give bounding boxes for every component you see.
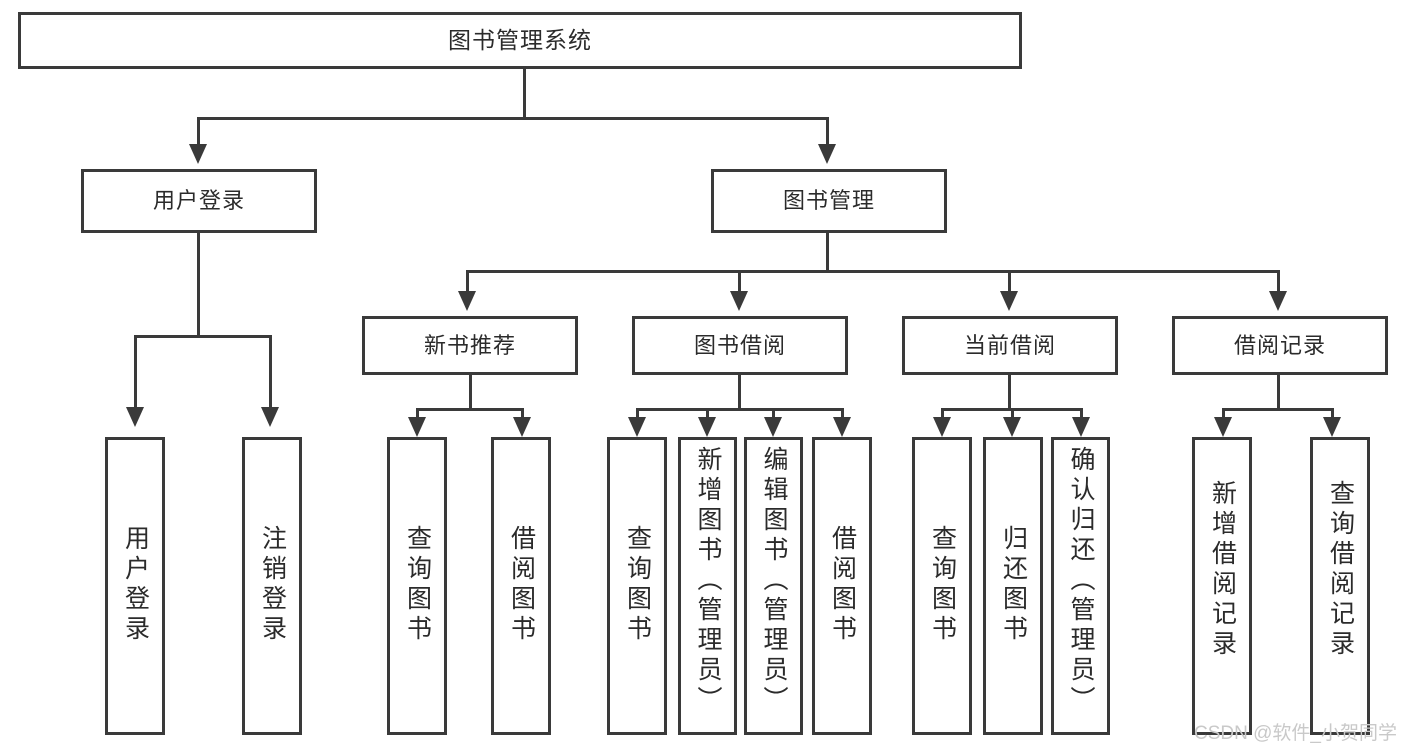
node-root-book-management-system[interactable]: 图书管理系统 — [18, 12, 1022, 69]
leaf-return-book[interactable]: 归还图书 — [983, 437, 1043, 735]
leaf-query-book-borrow[interactable]: 查询图书 — [607, 437, 667, 735]
leaf-borrow-book-borrow[interactable]: 借阅图书 — [812, 437, 872, 735]
arrowhead-to-current-borrow — [1000, 291, 1018, 311]
edge-nbr-drop-2 — [521, 408, 524, 418]
arrowhead-to-leaf-return-book — [1003, 417, 1021, 437]
node-label: 图书借阅 — [693, 332, 786, 358]
leaf-label: 编辑图书（管理员） — [760, 446, 788, 716]
arrowhead-to-leaf-add-record — [1214, 417, 1232, 437]
leaf-label: 新增图书（管理员） — [694, 446, 722, 716]
arrowhead-to-leaf-query-book-b — [628, 417, 646, 437]
leaf-label: 注销登录 — [258, 525, 287, 645]
edge-bm-drop-4 — [1277, 270, 1280, 292]
arrowhead-to-leaf-add-book — [698, 417, 716, 437]
leaf-label: 借阅图书 — [828, 525, 857, 645]
arrowhead-to-user-login — [189, 144, 207, 164]
node-new-book-recommendation[interactable]: 新书推荐 — [362, 316, 578, 375]
edge-br-drop-1 — [1222, 408, 1225, 418]
leaf-label: 确认归还（管理员） — [1067, 446, 1095, 716]
arrowhead-to-leaf-query-book-c — [933, 417, 951, 437]
arrowhead-to-leaf-borrow-book-a — [513, 417, 531, 437]
edge-cb-drop-1 — [941, 408, 944, 418]
leaf-label: 借阅图书 — [507, 525, 536, 645]
edge-book-management-stem — [826, 233, 829, 270]
arrowhead-to-leaf-borrow-book-b — [833, 417, 851, 437]
leaf-label: 新增借阅记录 — [1208, 480, 1237, 660]
edge-cb-drop-3 — [1080, 408, 1083, 418]
leaf-query-borrow-record[interactable]: 查询借阅记录 — [1310, 437, 1370, 735]
node-user-login[interactable]: 用户登录 — [81, 169, 317, 233]
arrowhead-to-new-book-rec — [458, 291, 476, 311]
arrowhead-to-book-borrow — [730, 291, 748, 311]
leaf-label: 查询图书 — [403, 525, 432, 645]
edge-bb-drop-4 — [841, 408, 844, 418]
edge-cb-stem — [1008, 375, 1011, 408]
leaf-confirm-return-admin[interactable]: 确认归还（管理员） — [1051, 437, 1110, 735]
leaf-label: 查询借阅记录 — [1326, 480, 1355, 660]
edge-bb-stem — [738, 375, 741, 408]
edge-nbr-stem — [469, 375, 472, 408]
edge-bb-drop-3 — [772, 408, 775, 418]
node-borrow-record[interactable]: 借阅记录 — [1172, 316, 1388, 375]
leaf-label: 查询图书 — [623, 525, 652, 645]
edge-br-drop-2 — [1331, 408, 1334, 418]
arrowhead-to-leaf-edit-book — [764, 417, 782, 437]
arrowhead-to-borrow-record — [1269, 291, 1287, 311]
node-label: 图书管理系统 — [448, 27, 592, 54]
leaf-label: 用户登录 — [121, 525, 150, 645]
arrowhead-to-leaf-user-login — [126, 407, 144, 427]
arrowhead-to-leaf-confirm-return — [1072, 417, 1090, 437]
edge-cb-drop-2 — [1011, 408, 1014, 418]
leaf-user-login[interactable]: 用户登录 — [105, 437, 165, 735]
leaf-add-book-admin[interactable]: 新增图书（管理员） — [678, 437, 737, 735]
node-book-borrow[interactable]: 图书借阅 — [632, 316, 848, 375]
edge-user-login-stem — [197, 233, 200, 335]
edge-br-stem — [1277, 375, 1280, 408]
node-label: 新书推荐 — [423, 332, 516, 358]
node-book-management[interactable]: 图书管理 — [711, 169, 947, 233]
edge-nbr-drop-1 — [416, 408, 419, 418]
arrowhead-to-book-management — [818, 144, 836, 164]
csdn-watermark: CSDN @软件_小贺同学 — [1194, 723, 1397, 744]
leaf-edit-book-admin[interactable]: 编辑图书（管理员） — [744, 437, 803, 735]
edge-bb-bus — [636, 408, 844, 411]
leaf-label: 归还图书 — [999, 525, 1028, 645]
edge-br-bus — [1222, 408, 1334, 411]
edge-nbr-bus — [416, 408, 524, 411]
node-label: 当前借阅 — [963, 332, 1056, 358]
node-current-borrow[interactable]: 当前借阅 — [902, 316, 1118, 375]
node-label: 借阅记录 — [1233, 332, 1326, 358]
leaf-label: 查询图书 — [928, 525, 957, 645]
leaf-add-borrow-record[interactable]: 新增借阅记录 — [1192, 437, 1252, 735]
edge-user-login-bus — [134, 335, 272, 338]
edge-bm-drop-2 — [738, 270, 741, 292]
node-label: 图书管理 — [782, 188, 875, 214]
leaf-query-book-current[interactable]: 查询图书 — [912, 437, 972, 735]
leaf-logout[interactable]: 注销登录 — [242, 437, 302, 735]
arrowhead-to-leaf-query-record — [1323, 417, 1341, 437]
edge-root-drop-left — [197, 117, 200, 145]
edge-book-management-bus — [466, 270, 1280, 273]
edge-user-login-drop-2 — [269, 335, 272, 408]
edge-bb-drop-1 — [636, 408, 639, 418]
edge-root-stem — [523, 69, 526, 117]
node-label: 用户登录 — [152, 188, 245, 214]
edge-root-drop-right — [826, 117, 829, 145]
edge-root-bus — [197, 117, 829, 120]
edge-bm-drop-3 — [1008, 270, 1011, 292]
edge-user-login-drop-1 — [134, 335, 137, 408]
leaf-borrow-book-recommendation[interactable]: 借阅图书 — [491, 437, 551, 735]
arrowhead-to-leaf-query-book-a — [408, 417, 426, 437]
edge-bm-drop-1 — [466, 270, 469, 292]
edge-bb-drop-2 — [706, 408, 709, 418]
leaf-query-book-recommendation[interactable]: 查询图书 — [387, 437, 447, 735]
arrowhead-to-leaf-logout — [261, 407, 279, 427]
